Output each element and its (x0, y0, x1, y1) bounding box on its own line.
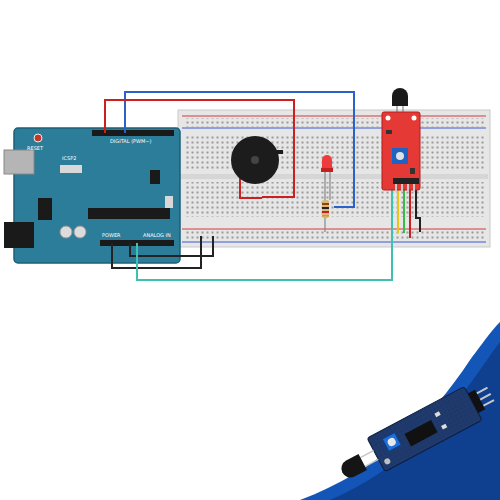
arduino-uno (4, 128, 180, 263)
resistor (322, 188, 329, 232)
board-label: ICSP2 (62, 156, 76, 161)
board-label: DIGITAL (PWM~) (110, 139, 152, 144)
flame-sensor-photo (333, 377, 499, 489)
board-label: POWER (102, 233, 121, 238)
board-label: ANALOG IN (143, 233, 171, 238)
background-swoosh (330, 342, 500, 500)
flame-sensor-module (382, 88, 420, 192)
background-swoosh (300, 322, 500, 500)
board-label: RESET (27, 146, 43, 151)
led (321, 155, 333, 200)
buzzer (231, 136, 283, 184)
wires (105, 92, 420, 280)
breadboard (178, 110, 490, 247)
